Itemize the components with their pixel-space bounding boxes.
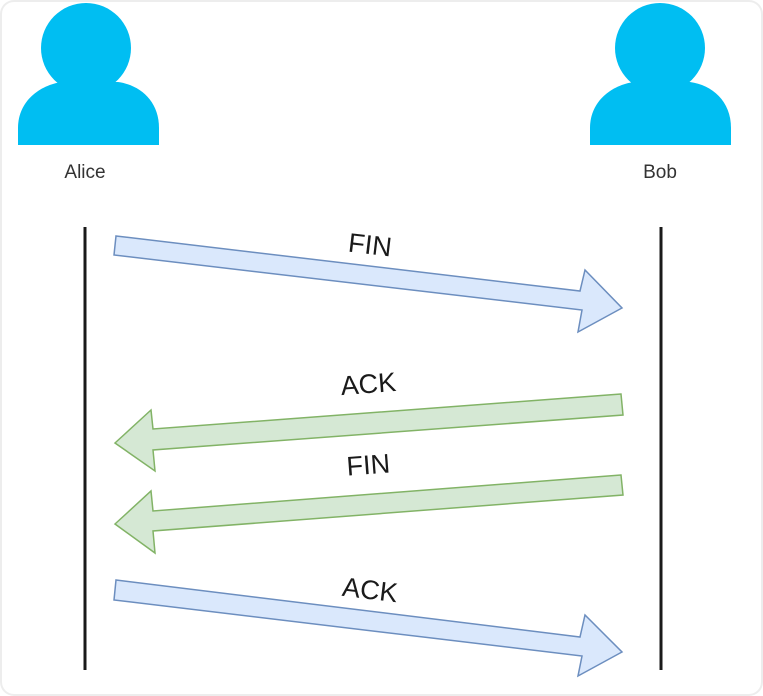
- actor-alice: Alice: [18, 3, 159, 183]
- actor-bob: Bob: [590, 3, 731, 183]
- message-arrow-ack-1: ACK: [113, 367, 624, 473]
- message-arrow-fin-2: FIN: [113, 448, 624, 555]
- message-label: FIN: [346, 448, 392, 481]
- message-label: ACK: [341, 572, 400, 608]
- message-label: ACK: [340, 367, 398, 401]
- message-arrow-ack-2: ACK: [113, 572, 624, 678]
- actor-label-alice: Alice: [64, 162, 105, 183]
- user-icon: [590, 3, 731, 145]
- message-label: FIN: [347, 228, 394, 263]
- actor-label-bob: Bob: [643, 162, 677, 183]
- user-icon: [18, 3, 159, 145]
- message-arrow-fin-1: FIN: [113, 228, 624, 334]
